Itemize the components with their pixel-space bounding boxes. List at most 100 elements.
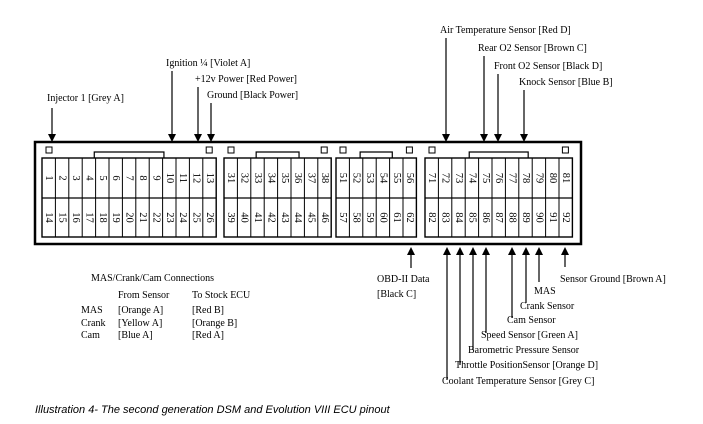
- pin-number-11: 11: [177, 173, 188, 183]
- pin-number-26: 26: [204, 212, 215, 223]
- pin-number-21: 21: [137, 212, 148, 223]
- pin-number-6: 6: [110, 175, 121, 180]
- pin-number-53: 53: [364, 173, 375, 184]
- pin-number-81: 81: [560, 173, 571, 184]
- connector-key-notch: [468, 151, 529, 158]
- connector-latch: [405, 146, 413, 154]
- pin-number-61: 61: [391, 212, 402, 223]
- pin-number-60: 60: [377, 212, 388, 223]
- pin-number-16: 16: [70, 212, 81, 223]
- label-obd-line2: [Black C]: [377, 289, 416, 300]
- label-sensor-ground: Sensor Ground [Brown A]: [560, 274, 666, 285]
- mas-table-header-to: To Stock ECU: [192, 290, 251, 301]
- pin-number-9: 9: [150, 175, 161, 180]
- pin-number-8: 8: [137, 175, 148, 180]
- pin-number-92: 92: [560, 212, 571, 223]
- mas-table-title: MAS/Crank/Cam Connections: [91, 273, 214, 284]
- pin-number-37: 37: [306, 173, 317, 184]
- pin-number-56: 56: [404, 173, 415, 184]
- connector-latch: [428, 146, 436, 154]
- label-coolant-sensor: Coolant Temperature Sensor [Grey C]: [442, 376, 594, 387]
- pin-number-76: 76: [493, 173, 504, 184]
- label-crank-sensor: Crank Sensor: [520, 301, 575, 312]
- pin-number-59: 59: [364, 212, 375, 223]
- pin-number-3: 3: [70, 175, 81, 180]
- pin-number-20: 20: [124, 212, 135, 223]
- mas-table-header-from: From Sensor: [118, 290, 170, 301]
- pin-number-62: 62: [404, 212, 415, 223]
- label-obd-line1: OBD-II Data: [377, 274, 430, 285]
- pin-number-85: 85: [466, 212, 477, 223]
- pin-number-73: 73: [453, 173, 464, 184]
- crank-row-from: [Yellow A]: [118, 318, 162, 329]
- pin-number-91: 91: [547, 212, 558, 223]
- pin-number-82: 82: [426, 212, 437, 223]
- pin-number-79: 79: [533, 173, 544, 184]
- pin-number-14: 14: [43, 212, 54, 223]
- label-speed-sensor: Speed Sensor [Green A]: [481, 330, 578, 341]
- label-ground: Ground [Black Power]: [207, 90, 298, 101]
- connector-key-notch: [359, 151, 393, 158]
- cam-row-from: [Blue A]: [118, 330, 153, 341]
- pin-number-36: 36: [292, 173, 303, 184]
- mas-row-from: [Orange A]: [118, 305, 163, 316]
- crank-row-to: [Orange B]: [192, 318, 237, 329]
- pin-number-35: 35: [279, 173, 290, 184]
- mas-connections-table: MAS/Crank/Cam Connections From Sensor To…: [81, 273, 251, 341]
- pin-number-4: 4: [83, 175, 94, 181]
- crank-row-name: Crank: [81, 318, 105, 329]
- pin-number-5: 5: [97, 175, 108, 180]
- pin-number-41: 41: [252, 212, 263, 223]
- label-baro-sensor: Barometric Pressure Sensor: [468, 345, 580, 356]
- label-front-o2: Front O2 Sensor [Black D]: [494, 61, 602, 72]
- bottom-right-labels: OBD-II Data [Black C] Sensor Ground [Bro…: [377, 247, 666, 387]
- connector-key-notch: [93, 151, 165, 158]
- pin-number-57: 57: [337, 212, 348, 223]
- label-ignition: Ignition ¼ [Violet A]: [166, 58, 250, 69]
- connector-key-notch: [255, 151, 300, 158]
- pin-number-51: 51: [337, 173, 348, 184]
- label-throttle-sensor: Throttle PositionSensor [Orange D]: [455, 360, 598, 371]
- top-right-labels: Air Temperature Sensor [Red D] Rear O2 S…: [440, 25, 613, 142]
- pin-number-72: 72: [440, 173, 451, 184]
- pin-number-19: 19: [110, 212, 121, 223]
- pin-number-43: 43: [279, 212, 290, 223]
- label-injector-1: Injector 1 [Grey A]: [47, 93, 124, 104]
- cam-row-name: Cam: [81, 330, 100, 341]
- pin-number-15: 15: [57, 212, 68, 223]
- mas-row-name: MAS: [81, 305, 103, 316]
- pin-number-2: 2: [57, 175, 68, 180]
- connector-latch: [339, 146, 347, 154]
- pin-number-13: 13: [204, 173, 215, 184]
- pin-number-39: 39: [225, 212, 236, 223]
- pin-number-88: 88: [507, 212, 518, 223]
- top-left-labels: Injector 1 [Grey A] Ignition ¼ [Violet A…: [47, 58, 298, 142]
- pin-number-86: 86: [480, 212, 491, 223]
- connector-housings: [41, 146, 574, 238]
- pin-number-83: 83: [440, 212, 451, 223]
- pin-number-52: 52: [351, 173, 362, 184]
- pin-number-31: 31: [225, 173, 236, 184]
- pin-number-12: 12: [191, 173, 202, 184]
- ecu-connector-outline: [33, 140, 583, 246]
- label-12v-power: +12v Power [Red Power]: [195, 74, 297, 85]
- label-cam-sensor: Cam Sensor: [507, 315, 556, 326]
- connector-latch: [561, 146, 569, 154]
- pin-number-54: 54: [377, 173, 388, 184]
- pin-number-1: 1: [43, 175, 54, 180]
- mas-row-to: [Red B]: [192, 305, 224, 316]
- connector-latch: [227, 146, 235, 154]
- pin-number-77: 77: [507, 173, 518, 184]
- pin-number-74: 74: [466, 173, 477, 184]
- pin-number-7: 7: [124, 175, 135, 180]
- pin-number-42: 42: [265, 212, 276, 223]
- pin-number-90: 90: [533, 212, 544, 223]
- pin-number-32: 32: [239, 173, 250, 184]
- pin-number-78: 78: [520, 173, 531, 184]
- label-knock: Knock Sensor [Blue B]: [519, 77, 613, 88]
- connector-latch: [205, 146, 213, 154]
- cam-row-to: [Red A]: [192, 330, 224, 341]
- pin-number-34: 34: [265, 173, 276, 184]
- pin-number-44: 44: [292, 212, 303, 223]
